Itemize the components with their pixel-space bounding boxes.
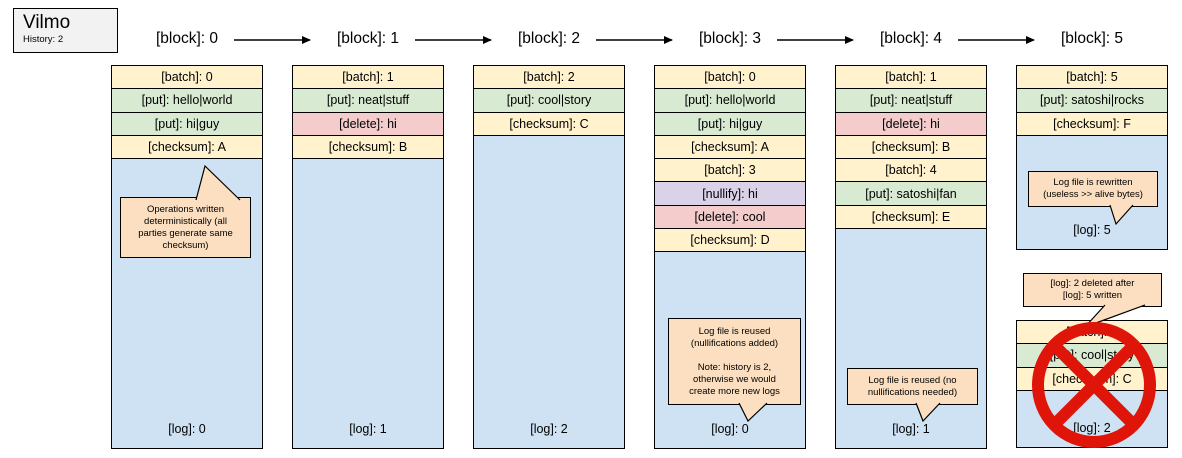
op-row-checksum: [checksum]: C	[1017, 367, 1167, 391]
block-header-2: [block]: 2	[517, 30, 581, 47]
op-row-batch: [batch]: 1	[836, 66, 986, 90]
op-row-batch: [batch]: 5	[1017, 66, 1167, 90]
op-row-checksum: [checksum]: D	[655, 229, 805, 253]
block-header-3: [block]: 3	[698, 30, 762, 47]
op-row-batch: [batch]: 0	[655, 66, 805, 90]
log-label: [log]: 2	[1073, 421, 1111, 435]
log-label: [log]: 1	[892, 422, 930, 436]
log-label: [log]: 0	[168, 422, 206, 436]
op-row-batch: [batch]: 2	[1017, 321, 1167, 345]
op-row-put: [put]: hi|guy	[112, 112, 262, 136]
log2-deleted-note: [log]: 2 deleted after [log]: 5 written	[1023, 273, 1162, 307]
op-row-checksum: [checksum]: A	[112, 135, 262, 160]
op-row-put: [put]: satoshi|fan	[836, 182, 986, 206]
log-stack-block-5: [batch]: 5[put]: satoshi|rocks[checksum]…	[1016, 65, 1168, 250]
legend-title: Vilmo	[23, 12, 71, 33]
op-row-batch: [batch]: 2	[474, 66, 624, 90]
block-header-5: [block]: 5	[1060, 30, 1124, 47]
op-row-batch: [batch]: 1	[293, 66, 443, 90]
deterministic-note: Operations written deterministically (al…	[120, 197, 251, 258]
block-header-4: [block]: 4	[879, 30, 943, 47]
legend-history: History: 2	[23, 34, 64, 45]
log-stack-deleted: [batch]: 2[put]: cool|story[checksum]: C…	[1016, 320, 1168, 448]
op-row-put: [put]: hello|world	[655, 89, 805, 113]
op-row-checksum: [checksum]: E	[836, 205, 986, 230]
legend-card: Vilmo History: 2	[13, 8, 118, 53]
op-row-batch: [batch]: 3	[655, 159, 805, 183]
rewritten-note: Log file is rewritten (useless >> alive …	[1028, 171, 1158, 207]
log-file-box: [log]: 1	[836, 229, 986, 448]
op-row-put: [put]: cool|story	[474, 89, 624, 113]
op-row-nullify: [nullify]: hi	[655, 182, 805, 206]
reused-no-nullifications-note: Log file is reused (no nullifications ne…	[847, 368, 978, 405]
reused-nullifications-note: Log file is reused (nullifications added…	[668, 318, 801, 405]
log-stack-block-1: [batch]: 1[put]: neat|stuff[delete]: hi[…	[292, 65, 444, 449]
log-label: [log]: 1	[349, 422, 387, 436]
block-header-1: [block]: 1	[336, 30, 400, 47]
log-file-box: [log]: 2	[474, 135, 624, 448]
op-row-delete: [delete]: hi	[293, 112, 443, 136]
block-header-0: [block]: 0	[155, 30, 219, 47]
op-row-put: [put]: hi|guy	[655, 112, 805, 136]
op-row-put: [put]: neat|stuff	[293, 89, 443, 113]
op-row-checksum: [checksum]: B	[293, 135, 443, 160]
op-row-checksum: [checksum]: F	[1017, 112, 1167, 136]
op-row-put: [put]: hello|world	[112, 89, 262, 113]
log-stack-block-2: [batch]: 2[put]: cool|story[checksum]: C…	[473, 65, 625, 449]
log-label: [log]: 5	[1073, 223, 1111, 237]
log-stack-block-4: [batch]: 1[put]: neat|stuff[delete]: hi[…	[835, 65, 987, 449]
op-row-put: [put]: neat|stuff	[836, 89, 986, 113]
op-row-delete: [delete]: cool	[655, 205, 805, 230]
op-row-checksum: [checksum]: A	[655, 135, 805, 160]
op-row-put: [put]: satoshi|rocks	[1017, 89, 1167, 113]
log-file-box: [log]: 2	[1017, 390, 1167, 447]
log-label: [log]: 2	[530, 422, 568, 436]
log-file-box: [log]: 1	[293, 159, 443, 448]
op-row-checksum: [checksum]: B	[836, 135, 986, 160]
op-row-batch: [batch]: 0	[112, 66, 262, 90]
op-row-put: [put]: cool|story	[1017, 344, 1167, 368]
log-label: [log]: 0	[711, 422, 749, 436]
op-row-batch: [batch]: 4	[836, 159, 986, 183]
op-row-delete: [delete]: hi	[836, 112, 986, 136]
op-row-checksum: [checksum]: C	[474, 112, 624, 136]
